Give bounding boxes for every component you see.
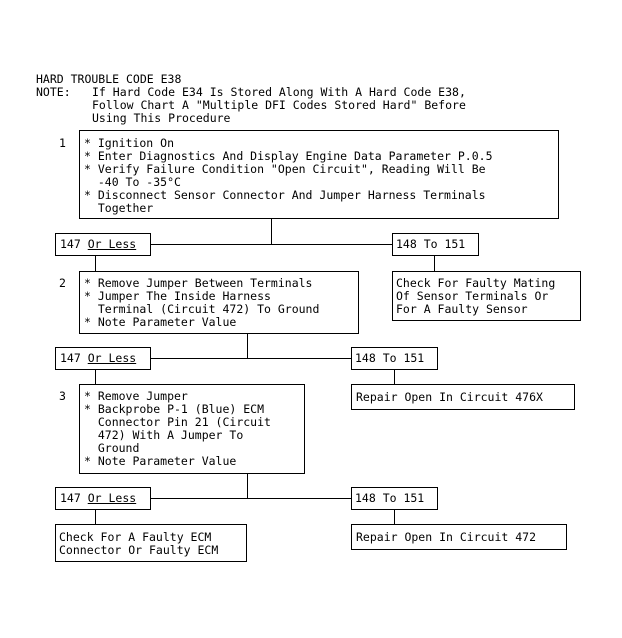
- branch-2-left-under: Or Less: [87, 351, 137, 365]
- result-3-left-box: Check For A Faulty ECM Connector Or Faul…: [55, 524, 247, 562]
- step-1-line-4: -40 To -35°C: [84, 175, 181, 189]
- connector-line: [394, 370, 395, 384]
- connector-line: [247, 334, 248, 358]
- step-1-line-6: Together: [84, 201, 154, 215]
- result-1-right-box: Check For Faulty Mating Of Sensor Termin…: [392, 271, 581, 321]
- branch-1-right-box: 148 To 151: [392, 233, 479, 256]
- result-3-right-line-1: Repair Open In Circuit 472: [356, 530, 537, 544]
- connector-line: [434, 256, 435, 271]
- connector-line: [95, 370, 96, 384]
- step-2-line-3: Terminal (Circuit 472) To Ground: [84, 302, 320, 316]
- branch-1-left-under: Or Less: [87, 237, 137, 251]
- note-line-2: Follow Chart A "Multiple DFI Codes Store…: [92, 98, 466, 112]
- connector-line: [151, 498, 351, 499]
- step-number-1: 1: [59, 136, 66, 150]
- connector-line: [394, 510, 395, 524]
- result-1-right-line-1: Check For Faulty Mating: [396, 276, 556, 290]
- branch-2-left-num: 147: [60, 351, 81, 365]
- step-1-box: * Ignition On * Enter Diagnostics And Di…: [79, 130, 559, 219]
- result-2-right-box: Repair Open In Circuit 476X: [351, 384, 575, 410]
- connector-line: [271, 219, 272, 244]
- step-1-line-2: * Enter Diagnostics And Display Engine D…: [84, 149, 493, 163]
- step-3-line-4: 472) With A Jumper To: [84, 428, 244, 442]
- chart-title: HARD TROUBLE CODE E38: [36, 72, 182, 86]
- step-1-line-5: * Disconnect Sensor Connector And Jumper…: [84, 188, 486, 202]
- branch-1-left-box: 147 Or Less: [55, 233, 151, 256]
- step-3-line-6: * Note Parameter Value: [84, 454, 237, 468]
- branch-1-right-label: 148 To 151: [396, 237, 466, 251]
- result-3-left-line-2: Connector Or Faulty ECM: [59, 543, 219, 557]
- result-3-right-box: Repair Open In Circuit 472: [351, 524, 567, 550]
- result-3-left-line-1: Check For A Faulty ECM: [59, 530, 212, 544]
- step-2-line-2: * Jumper The Inside Harness: [84, 289, 271, 303]
- branch-3-left-under: Or Less: [87, 491, 137, 505]
- branch-2-right-label: 148 To 151: [355, 351, 425, 365]
- branch-2-left-box: 147 Or Less: [55, 347, 151, 370]
- step-number-3: 3: [59, 389, 66, 403]
- branch-2-right-box: 148 To 151: [351, 347, 438, 370]
- step-2-line-4: * Note Parameter Value: [84, 315, 237, 329]
- connector-line: [95, 510, 96, 524]
- result-1-right-line-3: For A Faulty Sensor: [396, 302, 528, 316]
- step-number-2: 2: [59, 276, 66, 290]
- branch-3-left-num: 147: [60, 491, 81, 505]
- branch-3-left-box: 147 Or Less: [55, 487, 151, 510]
- note-line-1: If Hard Code E34 Is Stored Along With A …: [92, 85, 466, 99]
- result-2-right-line-1: Repair Open In Circuit 476X: [356, 390, 543, 404]
- connector-line: [247, 474, 248, 498]
- connector-line: [151, 358, 351, 359]
- connector-line: [151, 244, 392, 245]
- connector-line: [95, 256, 96, 271]
- step-1-line-3: * Verify Failure Condition "Open Circuit…: [84, 162, 486, 176]
- step-3-line-2: * Backprobe P-1 (Blue) ECM: [84, 402, 265, 416]
- note-line-3: Using This Procedure: [92, 111, 231, 125]
- step-3-line-5: Ground: [84, 441, 140, 455]
- branch-3-right-box: 148 To 151: [351, 487, 438, 510]
- step-3-box: * Remove Jumper * Backprobe P-1 (Blue) E…: [79, 384, 305, 474]
- step-1-line-1: * Ignition On: [84, 136, 175, 150]
- branch-3-right-label: 148 To 151: [355, 491, 425, 505]
- step-3-line-3: Connector Pin 21 (Circuit: [84, 415, 271, 429]
- result-1-right-line-2: Of Sensor Terminals Or: [396, 289, 549, 303]
- step-3-line-1: * Remove Jumper: [84, 389, 188, 403]
- branch-1-left-num: 147: [60, 237, 81, 251]
- step-2-box: * Remove Jumper Between Terminals * Jump…: [79, 271, 359, 334]
- step-2-line-1: * Remove Jumper Between Terminals: [84, 276, 313, 290]
- note-label: NOTE:: [36, 85, 71, 99]
